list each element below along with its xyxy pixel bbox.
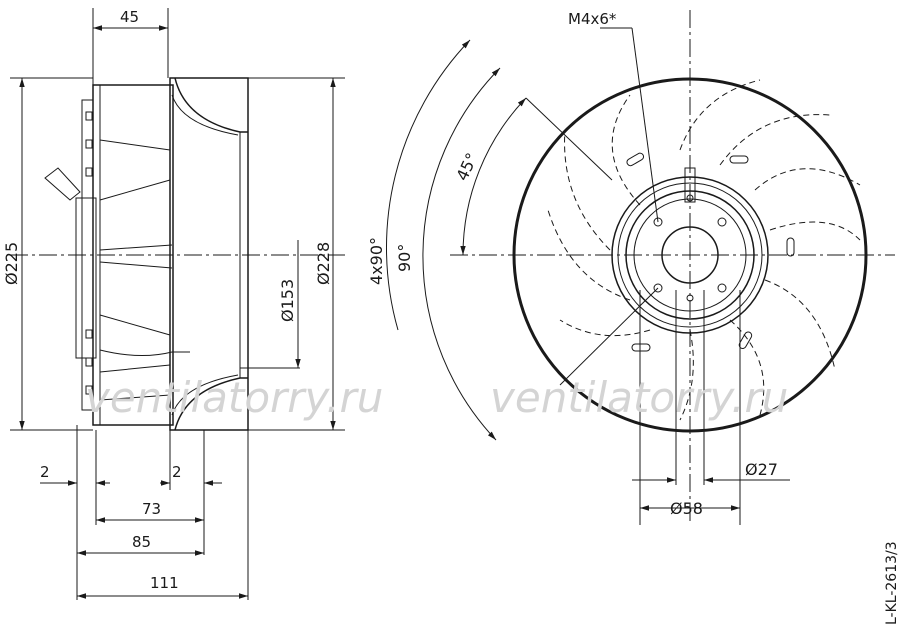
mount-hole-3	[653, 283, 663, 293]
mount-hole-4	[717, 283, 727, 293]
dim-d153: Ø153	[278, 279, 297, 322]
dim-d27: Ø27	[745, 460, 778, 479]
dim-85: 85	[132, 533, 151, 551]
dim-2-left: 2	[40, 463, 50, 481]
mount-hole-1	[653, 217, 663, 227]
impeller-outer-rim	[512, 77, 868, 433]
motor-body	[44, 84, 190, 426]
front-view: M4x6* 45° 90° 4x90° Ø27 Ø58	[367, 10, 895, 525]
dim-2-right: 2	[172, 463, 182, 481]
label-4x90deg: 4x90°	[367, 237, 386, 285]
drawing-id: L-KL-2613/3	[884, 541, 900, 625]
side-view: 45 Ø225 Ø228 Ø153 2 2 73 85	[2, 8, 345, 600]
label-45deg: 45°	[452, 150, 481, 184]
dim-111: 111	[150, 574, 179, 592]
dim-45: 45	[120, 8, 139, 26]
mount-hole-2	[717, 217, 727, 227]
hub-bore	[661, 226, 719, 284]
cable-stub	[684, 167, 696, 203]
dim-73: 73	[142, 500, 161, 518]
watermark-right: ventilatorry.ru	[490, 373, 788, 422]
dim-d228: Ø228	[314, 242, 333, 285]
hub-outer	[611, 176, 769, 334]
label-90deg: 90°	[395, 244, 414, 272]
dim-d58: Ø58	[670, 499, 703, 518]
watermark-left: ventilatorry.ru	[85, 373, 383, 422]
impeller-side	[99, 77, 249, 431]
label-screw: M4x6*	[568, 10, 617, 28]
dim-d225: Ø225	[2, 242, 21, 285]
balancing-slots	[626, 152, 795, 352]
